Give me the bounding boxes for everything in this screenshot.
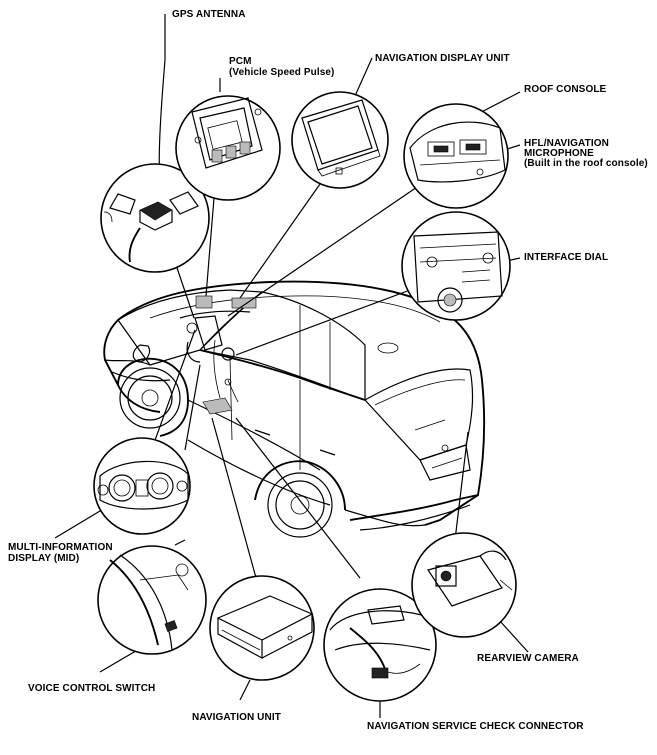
label-navigation-unit: NAVIGATION UNIT (192, 712, 281, 723)
interface-dial-detail (401, 211, 511, 321)
navigation-unit-detail (209, 575, 315, 681)
navigation-service-check-connector-detail (323, 588, 437, 702)
vehicle-illustration (103, 280, 486, 538)
label-mid-line2: DISPLAY (MID) (8, 553, 80, 564)
label-hfl-line1: HFL/NAVIGATION (524, 138, 609, 149)
label-pcm-sub: (Vehicle Speed Pulse) (229, 67, 335, 78)
label-gps-antenna: GPS ANTENNA (172, 9, 246, 20)
interior-components (179, 295, 257, 415)
label-mid-line1: MULTI-INFORMATION (8, 542, 113, 553)
label-voice-control-switch: VOICE CONTROL SWITCH (28, 683, 156, 694)
label-roof-console: ROOF CONSOLE (524, 84, 607, 95)
label-navigation-service-check-connector: NAVIGATION SERVICE CHECK CONNECTOR (367, 721, 584, 732)
gps-antenna-detail (100, 163, 210, 273)
label-interface-dial: INTERFACE DIAL (524, 252, 609, 263)
voice-control-switch-detail (97, 545, 207, 655)
label-hfl-line3: (Built in the roof console) (524, 158, 648, 169)
pcm-detail (175, 95, 281, 201)
multi-information-display-detail (93, 437, 191, 535)
rearview-camera-detail (411, 532, 517, 638)
roof-console-detail (403, 103, 509, 209)
label-rearview-camera: REARVIEW CAMERA (477, 653, 579, 664)
navigation-display-unit-detail (291, 91, 389, 189)
label-navigation-display-unit: NAVIGATION DISPLAY UNIT (375, 53, 510, 64)
label-hfl-line2: MICROPHONE (524, 148, 594, 159)
label-pcm: PCM (229, 56, 252, 67)
